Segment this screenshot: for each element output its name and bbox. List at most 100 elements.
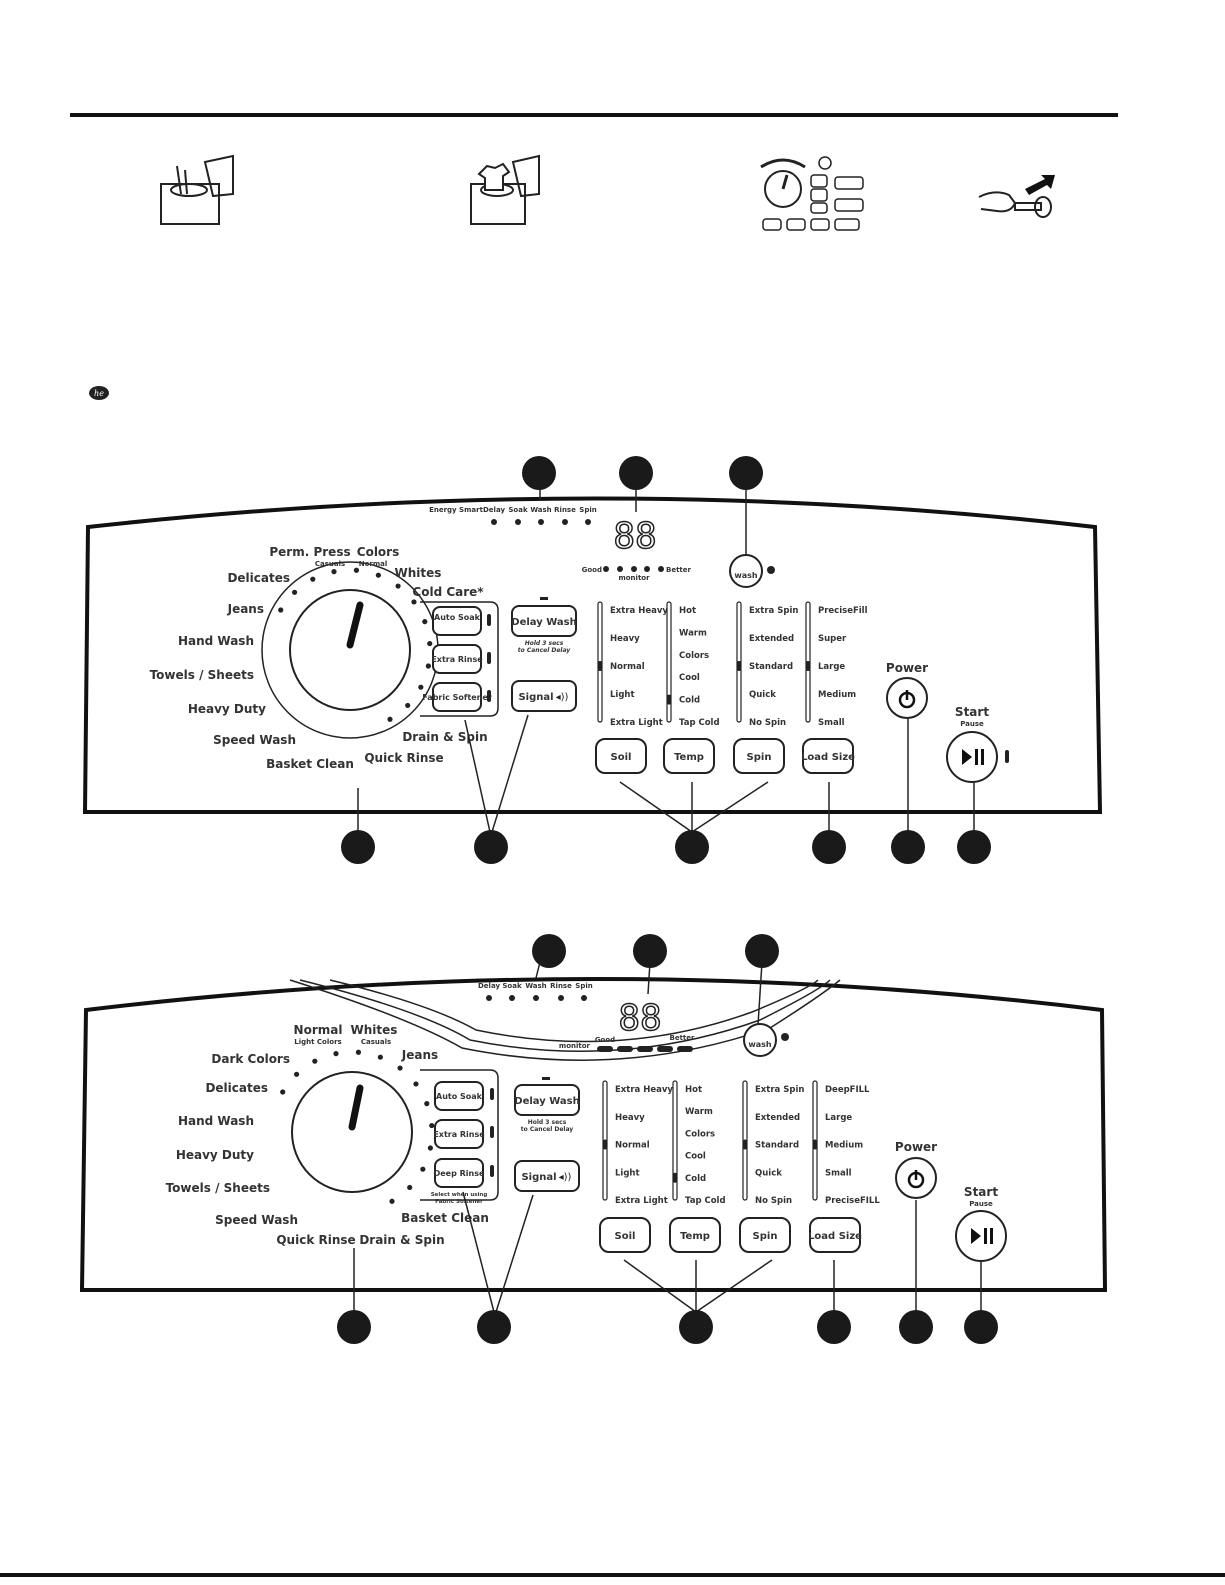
extra-rinse-button[interactable]: Extra Rinse bbox=[433, 1119, 485, 1149]
dial-dot bbox=[420, 1166, 426, 1172]
temp-level-3: Cool bbox=[679, 673, 700, 683]
temp-slider-track[interactable] bbox=[666, 601, 672, 723]
load-button[interactable]: Load Size bbox=[808, 1217, 862, 1253]
start-label: Start bbox=[955, 705, 989, 719]
fabric-softener-button[interactable]: Fabric Softener bbox=[422, 682, 492, 712]
status-wash: Wash bbox=[525, 982, 546, 990]
temp-level-1: Warm bbox=[679, 628, 707, 638]
time-display: 88 bbox=[613, 516, 656, 557]
status-soak: Soak bbox=[508, 506, 528, 514]
cycle-labels: Perm. Press Casuals Colors Normal Whites… bbox=[150, 545, 488, 771]
spin-level-2: Standard bbox=[749, 662, 793, 672]
dial-dot bbox=[427, 640, 433, 647]
power-label: Power bbox=[895, 1140, 937, 1154]
dial-dot bbox=[397, 1065, 403, 1071]
spin-button-label: Spin bbox=[753, 1231, 778, 1242]
temp-slider-track[interactable] bbox=[672, 1080, 678, 1201]
spin-button[interactable]: Spin bbox=[739, 1217, 791, 1253]
callout-settings bbox=[675, 830, 709, 864]
dial-dot bbox=[427, 1145, 433, 1151]
auto-soak-button[interactable]: Auto Soak bbox=[432, 606, 482, 636]
cycle-casuals: Casuals bbox=[361, 1038, 391, 1046]
dial-dot bbox=[353, 567, 360, 573]
cycle-perm-press: Perm. Press bbox=[269, 545, 350, 559]
auto-soak-label: Auto Soak bbox=[436, 1092, 483, 1101]
dial-dot bbox=[424, 1101, 430, 1107]
load-indicator bbox=[813, 1139, 817, 1150]
status-wash: Wash bbox=[530, 506, 551, 514]
callout-options bbox=[474, 830, 508, 864]
spin-button[interactable]: Spin bbox=[733, 738, 785, 774]
status-light bbox=[486, 995, 492, 1001]
deep-rinse-button[interactable]: Deep Rinse bbox=[434, 1158, 485, 1188]
status-rinse: Rinse bbox=[550, 982, 572, 990]
monitor-better-label: Better bbox=[670, 1034, 696, 1042]
temp-button-label: Temp bbox=[680, 1231, 710, 1242]
load-button[interactable]: Load Size bbox=[801, 738, 855, 774]
load-level-1: Large bbox=[825, 1113, 852, 1123]
callout-start bbox=[964, 1310, 998, 1344]
start-pause-button[interactable] bbox=[955, 1210, 1007, 1262]
status-light bbox=[533, 995, 539, 1001]
soil-button[interactable]: Soil bbox=[595, 738, 647, 774]
dial-dot bbox=[293, 1071, 300, 1077]
soil-level-1: Heavy bbox=[615, 1113, 645, 1123]
cycle-colors: Colors bbox=[357, 545, 399, 559]
soil-level-3: Light bbox=[610, 690, 635, 700]
wash-button[interactable]: wash bbox=[729, 554, 763, 588]
monitor-good-label: Good bbox=[595, 1036, 615, 1044]
svg-text:he: he bbox=[94, 389, 104, 398]
temp-button[interactable]: Temp bbox=[663, 738, 715, 774]
dial-dot bbox=[411, 599, 417, 605]
callout-wash bbox=[729, 456, 763, 490]
soil-button-label: Soil bbox=[611, 752, 632, 763]
sound-icon: ◂)) bbox=[556, 692, 569, 703]
auto-soak-button[interactable]: Auto Soak bbox=[434, 1081, 484, 1111]
svg-text:Signal: Signal bbox=[521, 1172, 556, 1183]
load-level-2: Medium bbox=[825, 1141, 863, 1151]
temp-level-5: Tap Cold bbox=[685, 1196, 726, 1206]
load-indicator bbox=[806, 661, 810, 671]
power-label: Power bbox=[886, 661, 928, 675]
power-button[interactable] bbox=[886, 677, 928, 719]
cycle-dial[interactable] bbox=[291, 1071, 413, 1193]
callout-start bbox=[957, 830, 991, 864]
load-level-2: Large bbox=[818, 662, 845, 672]
callout-power bbox=[899, 1310, 933, 1344]
deep-rinse-note-2: Fabric Softener bbox=[435, 1199, 483, 1205]
soil-level-0: Extra Heavy bbox=[615, 1085, 673, 1095]
temp-button[interactable]: Temp bbox=[669, 1217, 721, 1253]
signal-button[interactable]: Signal ◂)) bbox=[511, 680, 577, 712]
soil-button-label: Soil bbox=[615, 1231, 636, 1242]
load-level-4: PreciseFILL bbox=[825, 1196, 880, 1206]
monitor-label: monitor bbox=[618, 574, 650, 582]
fabric-softener-label: Fabric Softener bbox=[422, 693, 491, 702]
cycle-speed-wash: Speed Wash bbox=[213, 733, 296, 747]
extra-rinse-button[interactable]: Extra Rinse bbox=[431, 644, 483, 674]
delay-hint-1: Hold 3 secs bbox=[525, 640, 564, 647]
signal-button[interactable]: Signal ◂)) bbox=[514, 1160, 580, 1192]
delay-wash-button[interactable]: Delay Wash bbox=[511, 605, 577, 637]
soil-button[interactable]: Soil bbox=[599, 1217, 651, 1253]
svg-text:Signal: Signal bbox=[518, 692, 553, 703]
cycle-quick-rinse: Quick Rinse bbox=[364, 751, 443, 765]
load-level-0: DeepFILL bbox=[825, 1085, 870, 1095]
load-level-3: Small bbox=[825, 1168, 852, 1178]
cycle-towels-sheets: Towels / Sheets bbox=[150, 668, 254, 682]
soil-level-1: Heavy bbox=[610, 634, 640, 644]
callout-load bbox=[817, 1310, 851, 1344]
power-button[interactable] bbox=[895, 1157, 937, 1199]
spin-level-0: Extra Spin bbox=[749, 606, 798, 616]
press-start-hand-icon bbox=[978, 175, 1055, 218]
top-rule bbox=[70, 113, 1118, 117]
delay-wash-button[interactable]: Delay Wash bbox=[514, 1084, 580, 1116]
wash-button[interactable]: wash bbox=[743, 1023, 777, 1057]
cycle-normal: Normal bbox=[359, 560, 388, 568]
delay-hint-1: Hold 3 secs bbox=[528, 1119, 567, 1126]
status-rinse: Rinse bbox=[554, 506, 576, 514]
start-pause-button[interactable] bbox=[946, 731, 998, 783]
spin-indicator bbox=[737, 661, 741, 671]
dial-dot bbox=[413, 1081, 419, 1087]
cycle-dark-colors: Dark Colors bbox=[211, 1052, 290, 1066]
play-pause-icon bbox=[962, 749, 972, 765]
